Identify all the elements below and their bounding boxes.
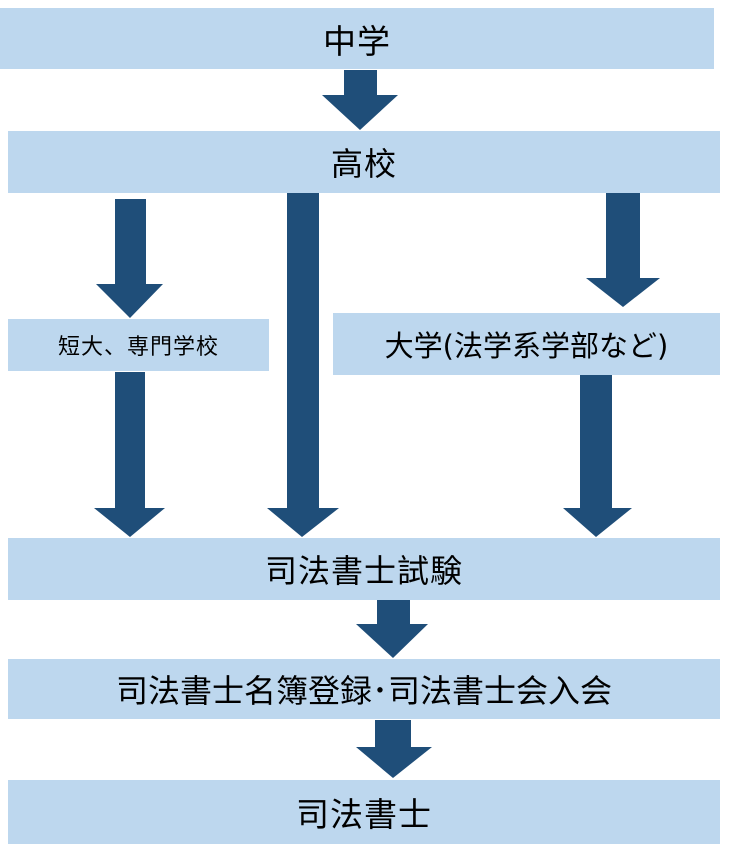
arrow-junior-high-to-high-school [322,70,398,130]
arrow-junior-college-to-exam [94,372,165,537]
arrow-university-to-exam [563,375,632,537]
arrow-high-school-to-university [586,193,660,307]
node-registration: 司法書士名簿登録･司法書士会入会 [8,659,720,719]
node-university: 大学(法学系学部など) [333,313,720,375]
node-high-school: 高校 [8,131,720,193]
node-scrivener: 司法書士 [8,780,720,844]
arrow-high-school-to-junior-college [96,199,163,318]
arrow-exam-to-registration [356,600,428,658]
arrow-registration-to-scrivener [356,720,432,778]
node-junior-college: 短大、専門学校 [8,319,269,371]
node-exam: 司法書士試験 [8,538,720,600]
arrow-high-school-to-exam [267,193,339,537]
node-junior-high: 中学 [0,8,714,69]
